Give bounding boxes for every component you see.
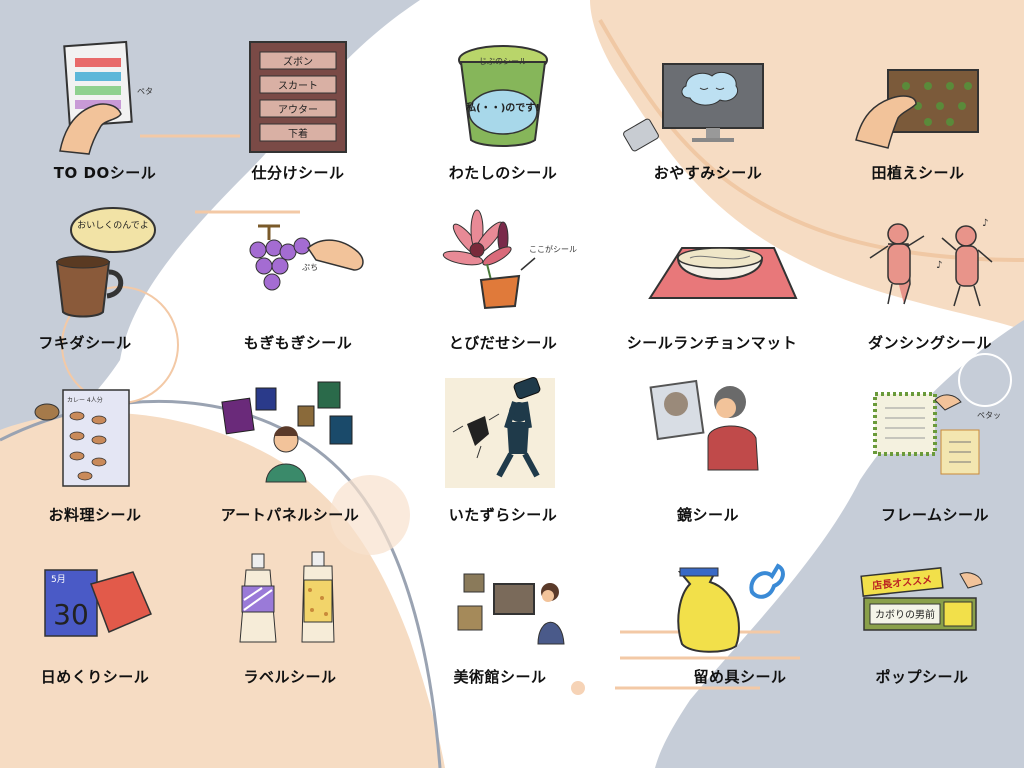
sticker-label: ポップシール: [875, 668, 969, 686]
sticker-label: シールランチョンマット: [626, 334, 798, 352]
sticker-label: いたずらシール: [448, 506, 558, 524]
sorting-board-icon: ズボン スカート アウター 下着: [249, 41, 347, 153]
sticker-art-panel[interactable]: アートパネルシール: [190, 358, 390, 528]
sticker-clip[interactable]: 留め具シール: [640, 520, 840, 690]
sticker-mischief[interactable]: いたずらシール: [403, 358, 603, 528]
svg-text:カレー 4人分: カレー 4人分: [67, 396, 103, 404]
sticker-label: フキダシール: [38, 334, 132, 352]
svg-text:♪: ♪: [936, 260, 942, 271]
calendar-icon: 5月 30: [44, 569, 152, 637]
sticker-grapes[interactable]: ぷち もぎもぎシール: [198, 186, 398, 356]
svg-text:カボりの男前: カボりの男前: [875, 608, 935, 621]
sticker-label: 田植えシール: [871, 164, 965, 182]
svg-text:ペタッ: ペタッ: [977, 411, 1001, 420]
sticker-label: ダンシングシール: [867, 334, 992, 352]
sticker-label: おやすみシール: [653, 164, 763, 182]
svg-text:スカート: スカート: [278, 80, 318, 92]
sticker-label: アートパネルシール: [220, 506, 360, 524]
sticker-calendar[interactable]: 5月 30 日めくりシール: [0, 520, 195, 690]
sticker-pop[interactable]: 店長オススメ カボりの男前 ポップシール: [822, 520, 1022, 690]
sticker-museum[interactable]: 美術館シール: [400, 520, 600, 690]
sticker-sorting[interactable]: ズボン スカート アウター 下着 仕分けシール: [198, 16, 398, 186]
rice-planting-icon: [855, 69, 979, 149]
svg-text:私(・・)のです!: 私(・・)のです!: [465, 101, 540, 114]
bottle-labels-icon: [239, 551, 335, 643]
sticker-speech-bubble[interactable]: おいしくのんでよ フキダシール: [0, 186, 185, 356]
sticker-label: わたしのシール: [448, 164, 558, 182]
sticker-goodnight[interactable]: おやすみシール: [608, 16, 808, 186]
dancing-figures-icon: ♪ ♪: [869, 218, 993, 307]
svg-text:5月: 5月: [51, 574, 66, 585]
sticker-label: お料理シール: [48, 506, 142, 524]
clip-bag-icon: [677, 563, 785, 653]
mirror-icon: [649, 379, 759, 471]
svg-text:おいしくのんでよ: おいしくのんでよ: [77, 220, 149, 231]
svg-text:♪: ♪: [982, 218, 988, 229]
svg-text:ここがシール: ここがシール: [529, 244, 577, 254]
sticker-label: 留め具シール: [693, 668, 787, 686]
svg-text:下着: 下着: [288, 127, 308, 140]
grapes-icon: ぷち: [249, 224, 364, 291]
sticker-mine[interactable]: じぶのシール 私(・・)のです! わたしのシール: [403, 16, 603, 186]
coffee-speech-bubble-icon: おいしくのんでよ: [55, 207, 156, 318]
art-panels-icon: [221, 381, 353, 483]
mischief-figure-icon: [445, 377, 555, 488]
sticker-label: 仕分けシール: [251, 164, 345, 182]
sticker-pop-out[interactable]: ここがシール とびだせシール: [403, 186, 603, 356]
todo-list-icon: ペタ: [59, 40, 153, 155]
sticker-frame[interactable]: ペタッ フレームシール: [835, 358, 1024, 528]
sticker-label: 美術館シール: [453, 668, 547, 686]
sticker-cooking[interactable]: カレー 4人分 お料理シール: [0, 358, 195, 528]
svg-text:ズボン: ズボン: [283, 55, 313, 68]
sticker-label: とびだせシール: [448, 334, 558, 352]
shop-pop-icon: 店長オススメ カボりの男前: [860, 567, 983, 631]
sticker-dancing[interactable]: ♪ ♪ ダンシングシール: [830, 186, 1024, 356]
sleeping-monitor-icon: [623, 63, 764, 152]
svg-text:ぷち: ぷち: [302, 263, 318, 272]
flower-pot-icon: ここがシール: [442, 209, 577, 310]
svg-text:ペタ: ペタ: [137, 87, 153, 96]
sticker-label: 鏡シール: [676, 506, 739, 524]
frame-icon: ペタッ: [873, 392, 1001, 475]
svg-text:じぶのシール: じぶのシール: [479, 57, 527, 66]
sticker-todo[interactable]: ペタ TO DOシール: [5, 16, 205, 186]
svg-text:アウター: アウター: [278, 104, 318, 116]
sticker-rice-planting[interactable]: 田植えシール: [818, 16, 1018, 186]
sticker-label: TO DOシール: [53, 164, 157, 182]
sticker-label: もぎもぎシール: [243, 334, 353, 352]
noodle-bowl-mat-icon: [648, 247, 798, 299]
recipe-card-icon: カレー 4人分: [34, 389, 130, 487]
sticker-label: 日めくりシール: [40, 668, 150, 686]
sticker-mirror[interactable]: 鏡シール: [608, 358, 808, 528]
museum-icon: [457, 573, 565, 645]
sticker-label-bottle[interactable]: ラベルシール: [190, 520, 390, 690]
sticker-label: フレームシール: [880, 506, 990, 524]
sticker-lunch-mat[interactable]: シールランチョンマット: [612, 186, 812, 356]
svg-text:30: 30: [53, 598, 89, 631]
sticker-label: ラベルシール: [243, 668, 337, 686]
cup-noodle-icon: じぶのシール 私(・・)のです!: [458, 45, 548, 147]
